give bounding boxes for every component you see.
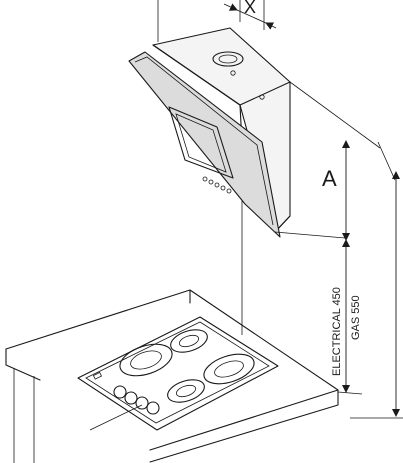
label-a: A	[322, 166, 337, 191]
hood-control-buttons	[202, 176, 232, 194]
label-gas: GAS 550	[350, 295, 362, 340]
dimension-x	[223, 3, 277, 30]
hood-glass-panel	[128, 51, 281, 238]
label-x: X	[244, 0, 256, 17]
chimney-collar	[212, 51, 265, 100]
hood-body	[152, 27, 291, 233]
hob-knobs	[92, 371, 160, 415]
label-electrical: ELECTRICAL 450	[331, 287, 343, 376]
hob	[77, 316, 279, 431]
worktop	[5, 289, 339, 463]
hob-burners	[119, 329, 255, 403]
